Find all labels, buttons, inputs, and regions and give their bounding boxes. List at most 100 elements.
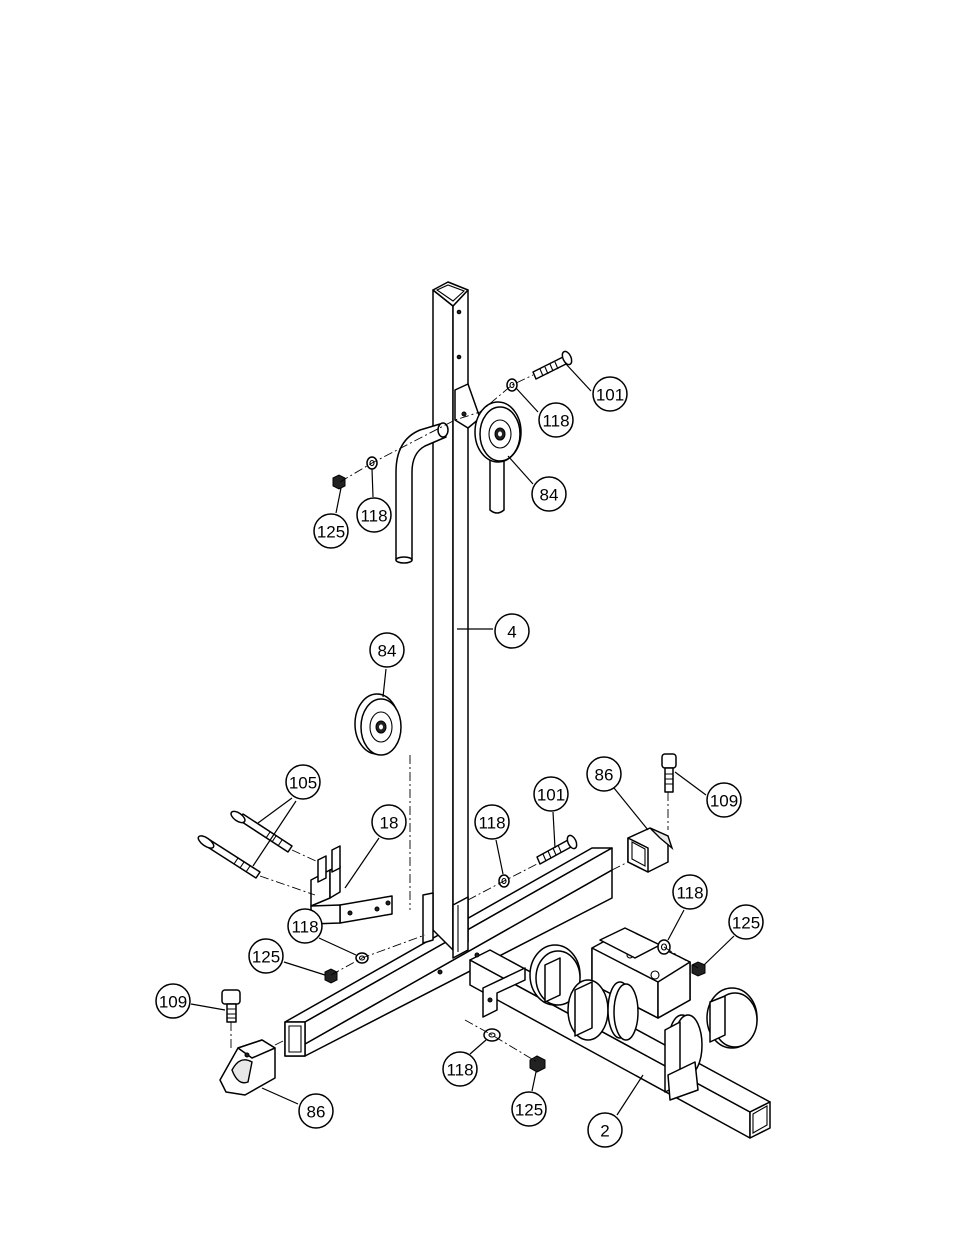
callout-circle — [672, 874, 708, 910]
bolt-right-109 — [661, 753, 677, 793]
callout-label: 125 — [317, 523, 345, 542]
callout-label: 84 — [540, 486, 559, 505]
callout-label: 18 — [380, 814, 399, 833]
pulley-top — [474, 401, 522, 463]
callout-circle — [706, 782, 742, 818]
bolt-mid-101 — [536, 834, 578, 865]
callout-label: 118 — [542, 412, 569, 431]
callout-bubble-c-125-left: 125 — [248, 938, 284, 974]
callout-circle — [531, 476, 567, 512]
callout-bubble-c-86-right: 86 — [586, 756, 622, 792]
callout-circle — [369, 632, 405, 668]
callout-bubble-c-101-top: 101 — [592, 376, 628, 412]
foot-cap-left-86 — [219, 1039, 276, 1096]
callout-circle — [155, 983, 191, 1019]
callout-label: 86 — [595, 766, 614, 785]
callout-label: 118 — [478, 814, 505, 833]
callout-circle — [494, 613, 530, 649]
callout-bubble-c-118-mid: 118 — [474, 804, 510, 840]
callout-bubble-c-84-top: 84 — [531, 476, 567, 512]
callout-leader-c-86-left — [261, 1087, 299, 1105]
callout-bubble-c-118-top-left: 118 — [356, 497, 392, 533]
rear-bracket — [482, 967, 526, 1018]
callout-bubble-c-125-right: 125 — [728, 904, 764, 940]
callout-circle — [538, 402, 574, 438]
callout-bubble-c-86-left: 86 — [298, 1093, 334, 1129]
callout-leader-c-101-top — [565, 363, 592, 392]
callout-leader-c-118-top-right — [515, 387, 539, 413]
callout-circle — [586, 756, 622, 792]
callout-label: 125 — [252, 948, 280, 967]
foot-cap-right-86 — [627, 827, 674, 873]
callout-leader-c-125-left — [283, 961, 326, 976]
callout-circle — [248, 938, 284, 974]
callout-circle — [592, 376, 628, 412]
callout-leader-c-118-left — [318, 937, 357, 956]
callout-circle — [474, 804, 510, 840]
callout-bubble-c-118-top-right: 118 — [538, 402, 574, 438]
callout-label: 4 — [507, 623, 516, 642]
callout-label: 109 — [159, 993, 187, 1012]
callout-leader-c-84-mid — [382, 668, 387, 698]
callout-circle — [728, 904, 764, 940]
callout-label: 109 — [710, 792, 738, 811]
callout-circle — [587, 1112, 623, 1148]
callout-circle — [511, 1091, 547, 1127]
callout-label: 118 — [676, 884, 703, 903]
bolts-105 — [197, 810, 293, 879]
callout-bubble-c-109-left: 109 — [155, 983, 191, 1019]
callout-bubble-c-4: 4 — [494, 613, 530, 649]
callout-leader-c-2 — [616, 1074, 644, 1116]
pulley-mid — [354, 693, 402, 756]
callout-bubble-c-125-top-left: 125 — [313, 513, 349, 549]
callout-label: 2 — [600, 1122, 609, 1141]
callout-circle — [298, 1093, 334, 1129]
nut-top-left-125 — [332, 474, 346, 490]
callout-label: 86 — [307, 1103, 326, 1122]
callout-bubble-c-84-mid: 84 — [369, 632, 405, 668]
callout-leader-c-105 — [257, 797, 293, 824]
nut-bottom-125 — [529, 1055, 546, 1073]
callout-circle — [442, 1051, 478, 1087]
callout-leader-c-125-right — [703, 935, 735, 966]
callout-leader-c-109-left — [190, 1003, 226, 1011]
bolt-top-101 — [532, 350, 573, 380]
callout-leader-c-118-right — [667, 909, 685, 941]
callout-circle — [313, 513, 349, 549]
callout-label: 118 — [291, 918, 318, 937]
bracket-part-18 — [310, 845, 393, 925]
callout-leader-c-118-mid — [495, 839, 504, 875]
callout-leader-c-109-right — [674, 771, 707, 796]
callout-label: 118 — [446, 1061, 473, 1080]
callout-bubble-c-105: 105 — [285, 764, 321, 800]
callout-bubble-c-109-right: 109 — [706, 782, 742, 818]
callout-leader-c-118-bottom — [469, 1039, 487, 1055]
nut-right-125 — [691, 961, 706, 977]
upright-tube-part-4 — [422, 281, 481, 959]
callout-leader-c-125-bottom — [531, 1071, 537, 1092]
callout-circle — [533, 776, 569, 812]
callout-circle — [371, 804, 407, 840]
callout-bubble-c-101-mid: 101 — [533, 776, 569, 812]
callout-bubble-c-125-bottom: 125 — [511, 1091, 547, 1127]
callout-leader-c-84-top — [507, 455, 534, 485]
callout-circle — [356, 497, 392, 533]
callout-bubble-c-18: 18 — [371, 804, 407, 840]
callout-leader-c-118-top-left — [371, 468, 374, 498]
nut-left-125 — [324, 968, 338, 984]
bolt-left-109 — [221, 989, 241, 1023]
callout-circle — [285, 764, 321, 800]
callout-label: 101 — [537, 786, 565, 805]
callout-leader-c-18 — [344, 837, 380, 889]
callout-leader-c-105 — [252, 800, 297, 867]
callout-label: 101 — [596, 386, 624, 405]
callout-label: 125 — [732, 914, 760, 933]
callout-leader-c-101-mid — [552, 811, 556, 849]
callout-bubble-c-118-left: 118 — [287, 908, 323, 944]
callout-label: 84 — [378, 642, 397, 661]
callout-bubble-c-118-right: 118 — [672, 874, 708, 910]
callout-leader-c-86-right — [613, 787, 649, 831]
callout-label: 105 — [289, 774, 317, 793]
callout-bubble-c-118-bottom: 118 — [442, 1051, 478, 1087]
